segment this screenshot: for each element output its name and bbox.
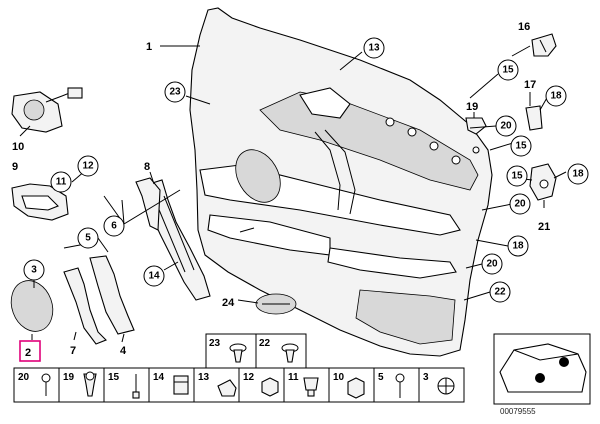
callout-23: 23 xyxy=(164,81,186,103)
label-21: 21 xyxy=(538,221,550,233)
svg-text:5: 5 xyxy=(85,233,91,244)
table-cell-11: 11 xyxy=(288,372,299,383)
svg-text:18: 18 xyxy=(572,169,584,180)
svg-text:23: 23 xyxy=(169,87,181,98)
label-9: 9 xyxy=(12,161,18,173)
svg-text:20: 20 xyxy=(500,121,512,132)
trim-strip-4[interactable] xyxy=(89,255,135,335)
label-16: 16 xyxy=(518,21,530,33)
armrest-bracket[interactable] xyxy=(145,179,211,301)
callout-22: 22 xyxy=(489,281,511,303)
svg-text:13: 13 xyxy=(368,43,380,54)
svg-text:20: 20 xyxy=(486,259,498,270)
svg-text:22: 22 xyxy=(494,287,506,298)
tweeter-10[interactable] xyxy=(11,87,83,133)
callout-6: 6 xyxy=(103,215,125,237)
table-cell-5: 5 xyxy=(378,372,384,383)
svg-text:15: 15 xyxy=(502,65,514,76)
callout-18-low: 18 xyxy=(507,235,529,257)
label-17: 17 xyxy=(524,79,536,91)
svg-text:18: 18 xyxy=(512,241,524,252)
callout-20-mid: 20 xyxy=(509,193,531,215)
table-cell-12: 12 xyxy=(243,372,255,383)
parts-table-lower: 20 19 15 14 13 12 11 10 5 3 xyxy=(13,367,465,403)
callout-5: 5 xyxy=(77,227,99,249)
pin-icon xyxy=(132,374,140,399)
table-cell-10: 10 xyxy=(333,372,345,383)
bracket-17[interactable] xyxy=(525,105,543,131)
door-handle-9[interactable] xyxy=(11,183,69,221)
speaker-grille-24[interactable] xyxy=(255,293,297,315)
callout-15-low: 15 xyxy=(506,165,528,187)
svg-text:18: 18 xyxy=(550,91,562,102)
callout-11: 11 xyxy=(50,171,72,193)
expansion-clip-icon xyxy=(83,371,97,397)
plastic-nut-icon xyxy=(303,377,319,397)
car-locator-thumbnail xyxy=(493,333,591,405)
callout-14: 14 xyxy=(143,265,165,287)
label-7: 7 xyxy=(70,345,76,357)
callout-18-top: 18 xyxy=(545,85,567,107)
svg-text:6: 6 xyxy=(111,221,117,232)
bracket-16[interactable] xyxy=(531,33,557,57)
table-cell-15: 15 xyxy=(108,372,120,383)
label-8: 8 xyxy=(144,161,150,173)
label-24: 24 xyxy=(222,297,235,309)
callout-circles: 13 23 15 15 15 18 18 18 20 20 20 22 14 1… xyxy=(23,37,589,303)
plain-labels: 1 16 17 19 21 10 9 8 24 7 4 xyxy=(12,21,550,357)
trim-strip-8[interactable] xyxy=(135,177,161,231)
label-1: 1 xyxy=(146,41,152,53)
location-dot-icon xyxy=(559,357,569,367)
table-cell-20: 20 xyxy=(18,372,30,383)
clip-19[interactable] xyxy=(465,117,487,135)
callout-15-top: 15 xyxy=(497,59,519,81)
location-dot-icon xyxy=(535,373,545,383)
callout-20-low: 20 xyxy=(481,253,503,275)
label-2: 2 xyxy=(25,347,31,359)
trim-strip-7[interactable] xyxy=(63,267,107,345)
speaker-cover-3[interactable] xyxy=(4,275,59,338)
cap-nut-icon xyxy=(347,377,365,399)
reference-number: 00079555 xyxy=(500,407,536,416)
label-4: 4 xyxy=(120,345,127,357)
screw-icon xyxy=(41,373,51,396)
parts-table-upper: 23 22 xyxy=(205,333,307,369)
leader-lines xyxy=(19,45,567,343)
table-cell-19: 19 xyxy=(63,372,75,383)
table-cell-22: 22 xyxy=(259,338,271,349)
push-clip-icon xyxy=(229,343,247,363)
svg-text:3: 3 xyxy=(31,265,37,276)
star-clip-icon xyxy=(437,377,455,395)
bolt-icon xyxy=(395,373,405,398)
bracket-21[interactable] xyxy=(529,163,557,201)
callout-12: 12 xyxy=(77,155,99,177)
clip-block-icon xyxy=(173,375,189,395)
svg-text:12: 12 xyxy=(82,161,94,172)
label-19: 19 xyxy=(466,101,478,113)
highlighted-part-2[interactable]: 2 xyxy=(19,340,41,362)
svg-text:20: 20 xyxy=(514,199,526,210)
table-cell-13: 13 xyxy=(198,372,210,383)
bracket-clip-icon xyxy=(217,379,237,397)
svg-text:15: 15 xyxy=(515,141,527,152)
door-panel[interactable] xyxy=(189,7,493,357)
svg-text:15: 15 xyxy=(511,171,523,182)
table-cell-23: 23 xyxy=(209,338,221,349)
callout-20-top: 20 xyxy=(495,115,517,137)
callout-13: 13 xyxy=(363,37,385,59)
svg-text:11: 11 xyxy=(56,177,67,188)
push-clip-icon xyxy=(281,343,299,363)
callout-3: 3 xyxy=(23,259,45,281)
callout-15-mid: 15 xyxy=(510,135,532,157)
callout-18-mid: 18 xyxy=(567,163,589,185)
table-cell-14: 14 xyxy=(153,372,165,383)
table-cell-3: 3 xyxy=(423,372,429,383)
svg-text:14: 14 xyxy=(148,271,160,282)
label-10: 10 xyxy=(12,141,24,153)
nut-icon xyxy=(261,377,279,397)
